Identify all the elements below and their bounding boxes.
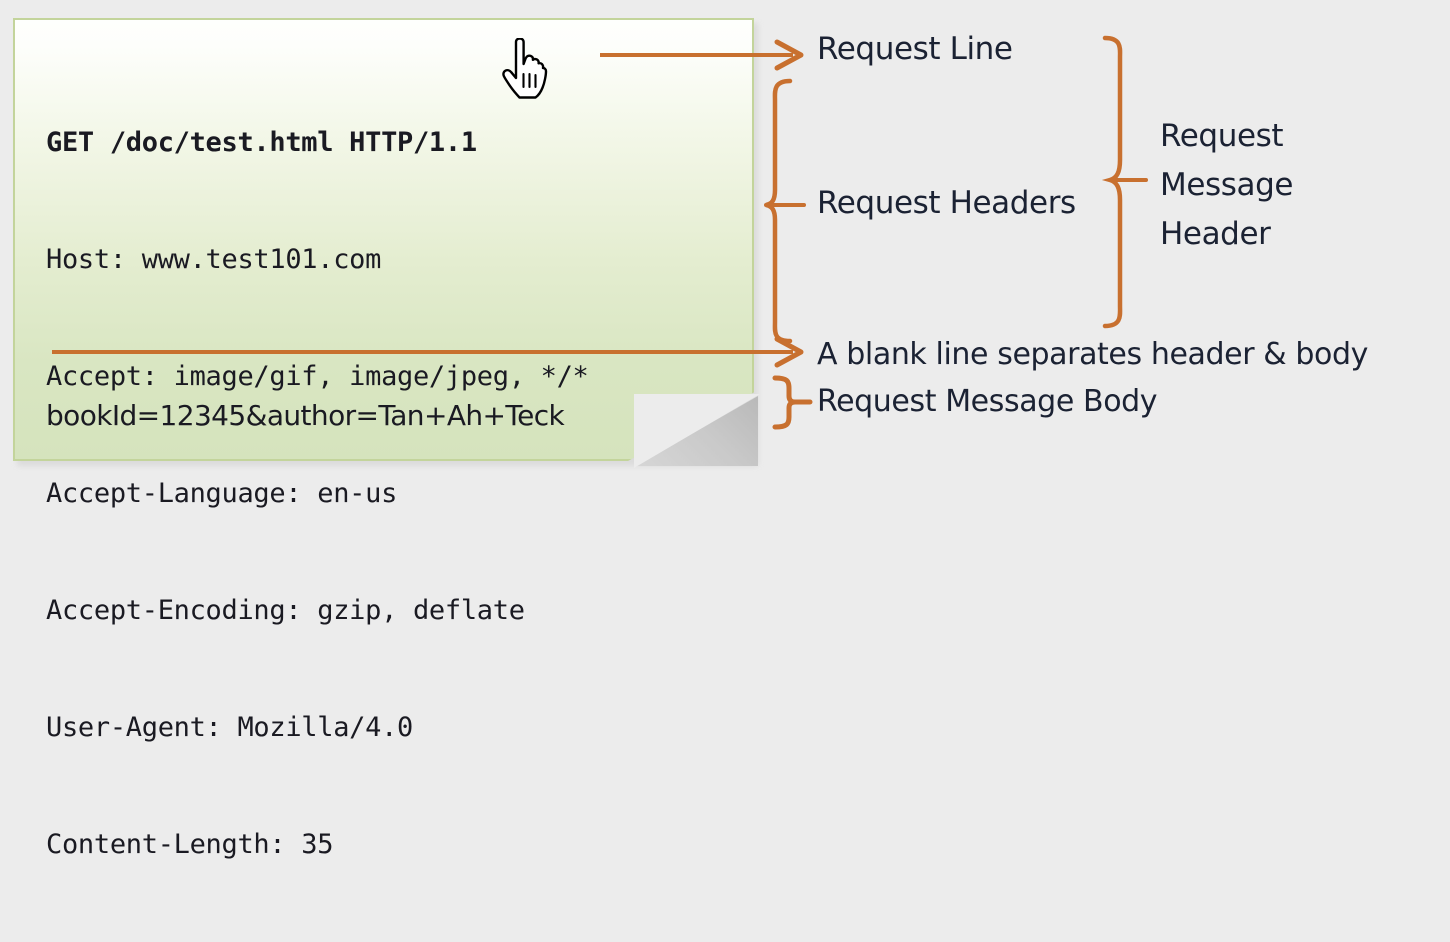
header-line: Host: www.test101.com [46,244,382,275]
label-request-message-header: Request Message Header [1160,112,1293,259]
label-request-message-header-line3: Header [1160,216,1271,252]
request-message-text: GET /doc/test.html HTTP/1.1 Host: www.te… [46,45,746,942]
label-request-message-header-line2: Message [1160,167,1294,203]
label-blank-line-note: A blank line separates header & body [817,337,1368,372]
header-line: Content-Length: 35 [46,829,334,860]
header-line: Accept: image/gif, image/jpeg, */* [46,361,589,392]
pointing-hand-cursor [502,38,548,99]
request-line-text: GET /doc/test.html HTTP/1.1 [46,127,477,158]
note-surface [13,18,754,461]
diagram-canvas: GET /doc/test.html HTTP/1.1 Host: www.te… [13,18,1368,860]
label-request-headers: Request Headers [817,185,1076,221]
header-line: User-Agent: Mozilla/4.0 [46,712,413,743]
label-request-message-body: Request Message Body [817,384,1158,419]
request-headers-brace [765,78,793,344]
label-request-message-header-line1: Request [1160,118,1284,154]
http-request-note: GET /doc/test.html HTTP/1.1 Host: www.te… [13,18,760,860]
request-message-body-brace [772,375,813,430]
header-line: Accept-Encoding: gzip, deflate [46,595,525,626]
request-message-header-brace [1101,35,1148,329]
request-body-text: bookId=12345&author=Tan+Ah+Teck [46,399,565,432]
label-request-line: Request Line [817,31,1013,67]
header-line: Accept-Language: en-us [46,478,398,509]
